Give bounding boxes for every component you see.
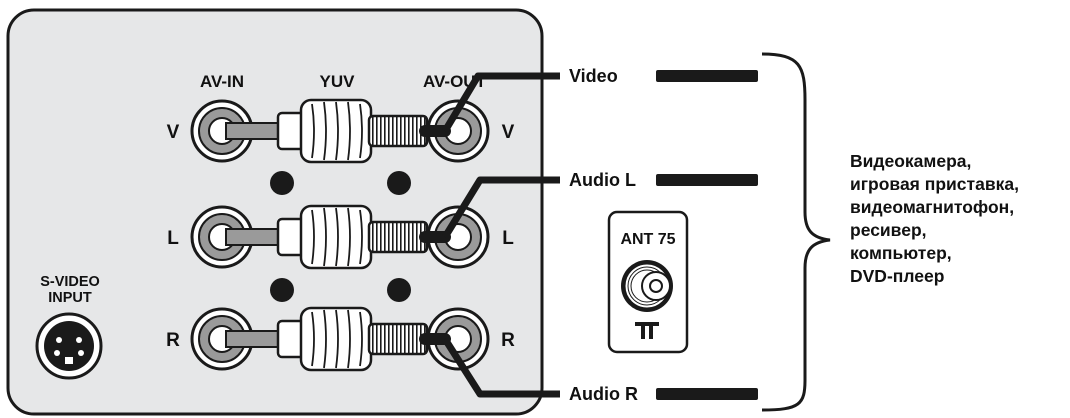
yuv-label: YUV: [320, 72, 356, 91]
row-label-r-right: R: [501, 330, 515, 351]
row-label-v-left: V: [167, 122, 180, 143]
cable-bar-video: [656, 70, 758, 82]
antenna-symbol: [635, 322, 659, 326]
device-list-item: видеомагнитофон,: [850, 197, 1015, 217]
panel-dot: [270, 278, 294, 302]
device-brace: [761, 52, 831, 412]
row-label-l-left: L: [167, 228, 179, 249]
panel-dot: [387, 171, 411, 195]
cable-label-video: Video: [569, 66, 618, 86]
device-list-item: ресивер,: [850, 220, 927, 240]
row-label-r-left: R: [166, 330, 180, 351]
antenna-port: [607, 210, 689, 354]
svideo-label-line2: INPUT: [48, 290, 92, 306]
antenna-label: ANT 75: [620, 231, 675, 248]
svideo-label: S-VIDEO: [40, 274, 100, 290]
device-list: Видеокамера, игровая приставка, видеомаг…: [850, 150, 1065, 288]
cable-label-audio-l: Audio L: [569, 170, 636, 190]
rca-cable-video: [190, 72, 560, 164]
device-list-item: Видеокамера,: [850, 151, 972, 171]
panel-dot: [270, 171, 294, 195]
rca-cable-audio-r: [190, 306, 560, 398]
row-label-v-right: V: [502, 122, 515, 143]
av-in-label: AV-IN: [200, 72, 244, 91]
device-list-item: DVD-плеер: [850, 266, 945, 286]
device-list-item: игровая приставка,: [850, 174, 1019, 194]
rca-cable-audio-l: [190, 176, 560, 270]
cable-label-audio-r: Audio R: [569, 384, 638, 404]
panel-dot: [387, 278, 411, 302]
s-video-port: [35, 312, 103, 380]
rear-panel: [6, 8, 544, 416]
cable-bar-audio-l: [656, 174, 758, 186]
device-list-item: компьютер,: [850, 243, 952, 263]
row-label-l-right: L: [502, 228, 514, 249]
cable-bar-audio-r: [656, 388, 758, 400]
